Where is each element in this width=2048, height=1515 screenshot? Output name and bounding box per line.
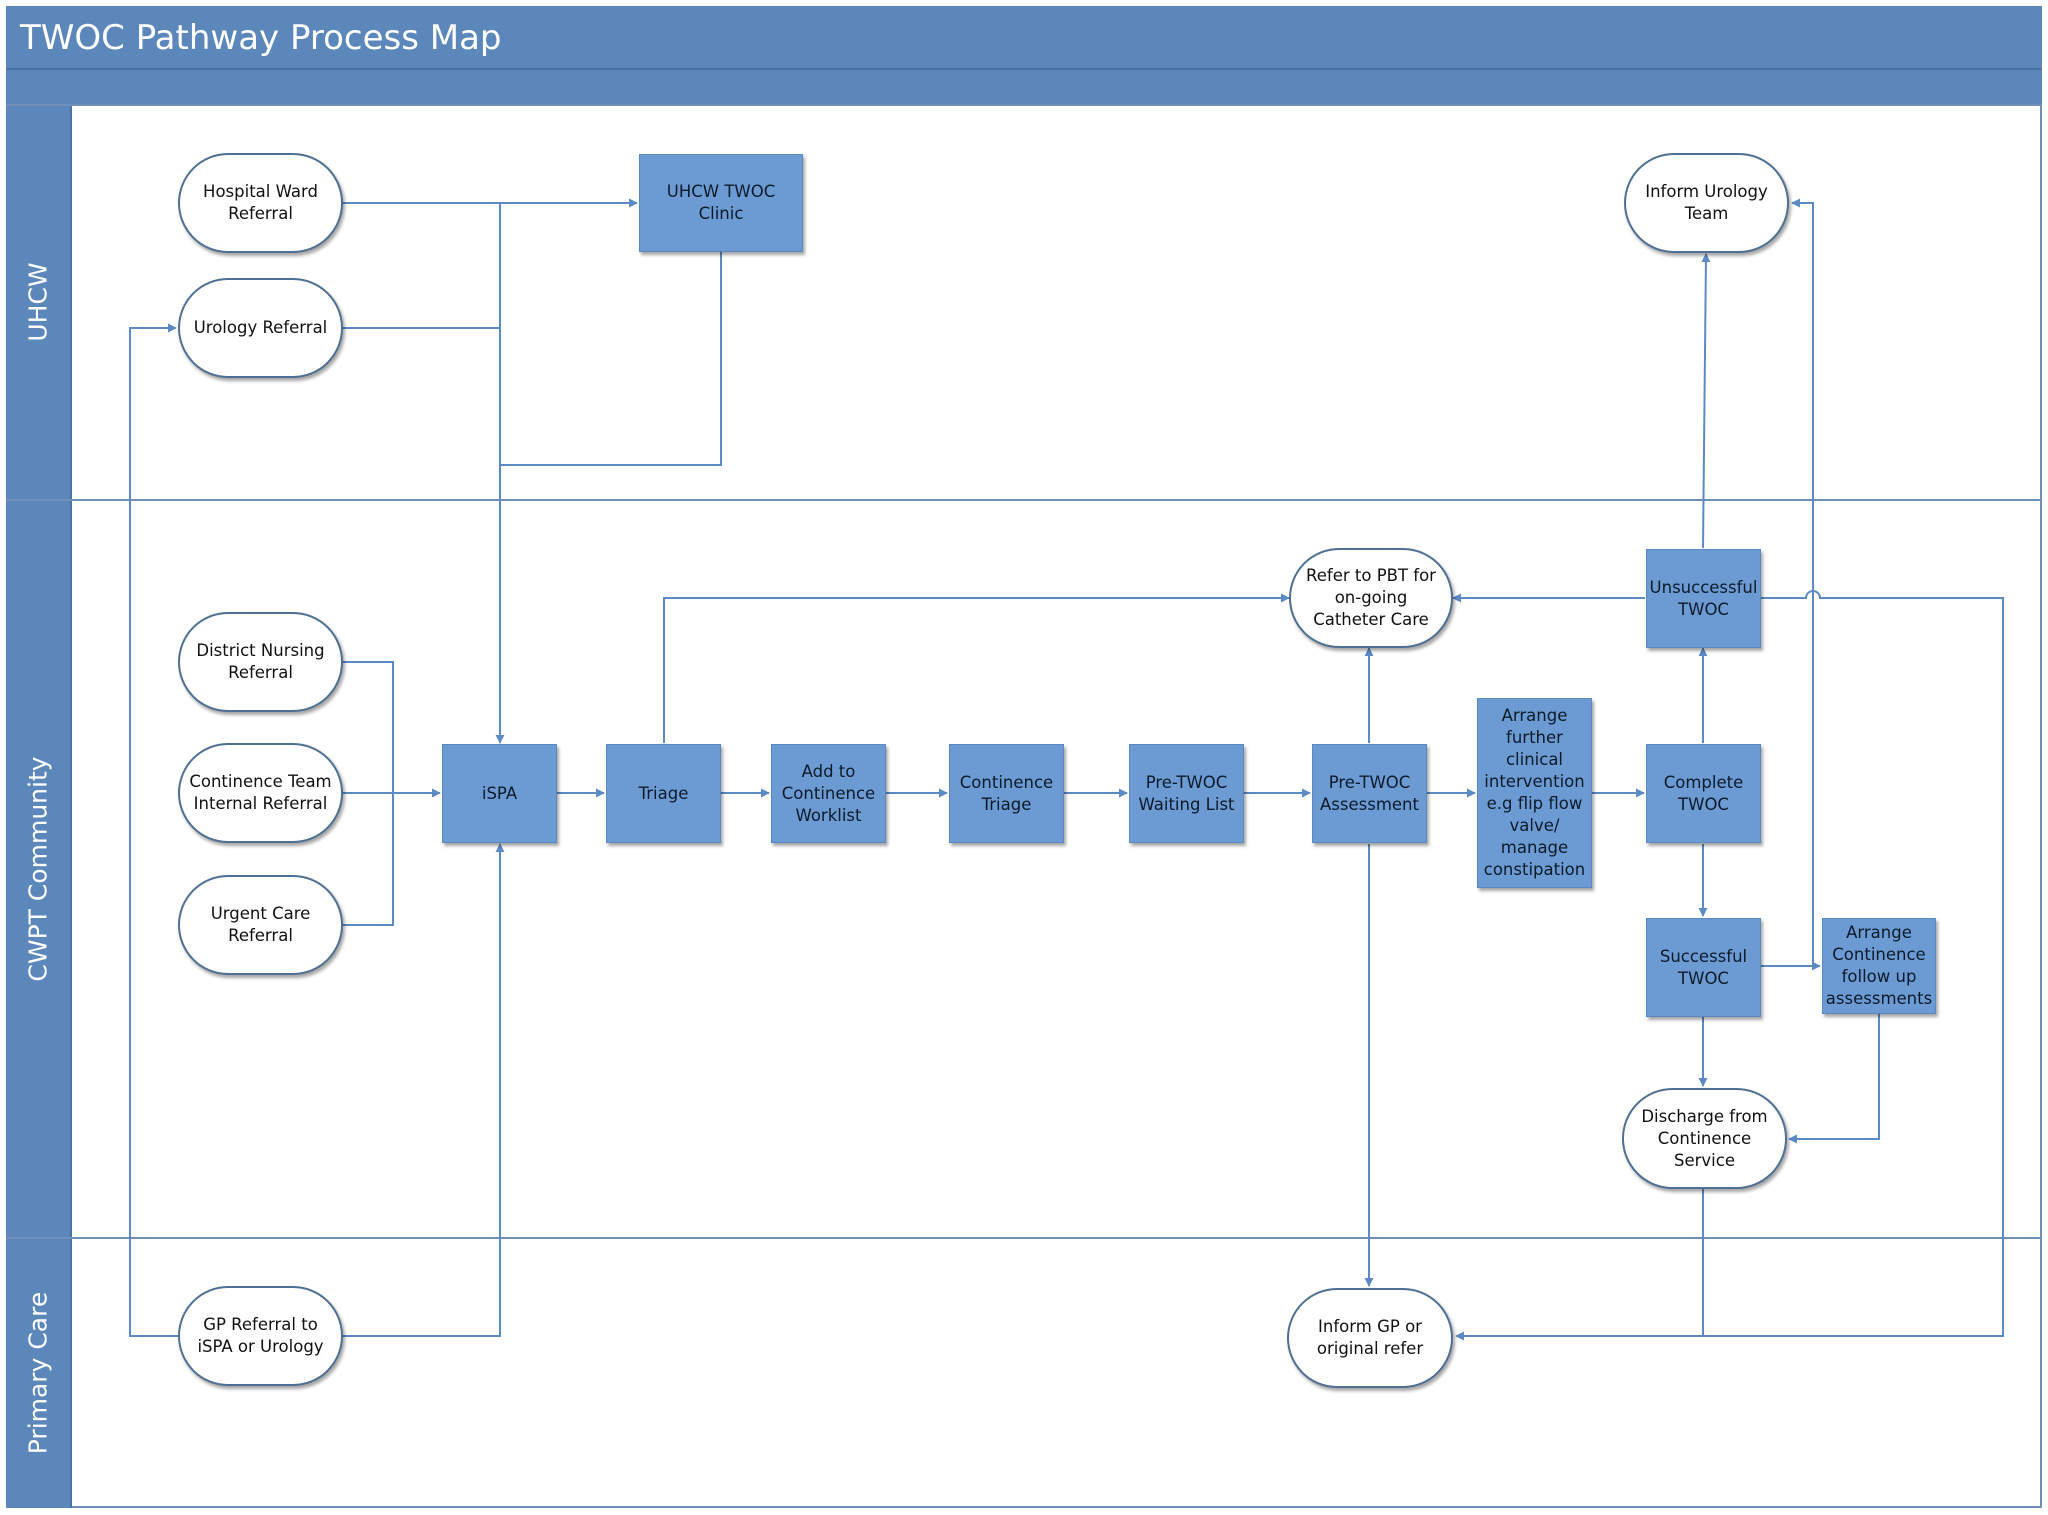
urgent-care-referral-node: Urgent Care Referral (178, 875, 343, 975)
refer-to-pbt-node: Refer to PBT for on-going Catheter Care (1289, 548, 1453, 648)
inform-urology-team-node: Inform Urology Team (1624, 153, 1789, 253)
lane-header-cwpt: CWPT Community (6, 500, 72, 1238)
arrange-continence-follow-up-label: Arrange Continence follow up assessments (1825, 923, 1933, 1008)
connector-followup-to-urology (1791, 198, 1814, 966)
uhcw-twoc-clinic-node: UHCW TWOC Clinic (639, 154, 803, 252)
connector-urgent-to-ispa (343, 793, 394, 926)
connector-district-to-ispa (343, 661, 394, 793)
continence-team-internal-referral-label: Continence Team Internal Referral (189, 772, 332, 813)
diagram-title: TWOC Pathway Process Map (20, 18, 502, 58)
complete-twoc-node: Complete TWOC (1646, 744, 1761, 843)
arrange-further-intervention-node: Arrange further clinical intervention e.… (1477, 698, 1592, 888)
hospital-ward-referral-node: Hospital Ward Referral (178, 153, 343, 253)
pre-twoc-waiting-list-node: Pre-TWOC Waiting List (1129, 744, 1244, 843)
unsuccessful-twoc-node: Unsuccessful TWOC (1646, 549, 1761, 648)
title-bar: TWOC Pathway Process Map (6, 6, 2042, 70)
header-strip (6, 70, 2042, 104)
arrange-further-intervention-label: Arrange further clinical intervention e.… (1483, 706, 1586, 879)
triage-node: Triage (606, 744, 721, 843)
ispa-label: iSPA (481, 783, 518, 803)
urology-referral-label: Urology Referral (193, 318, 328, 337)
hospital-ward-referral-label: Hospital Ward Referral (203, 182, 318, 223)
gp-referral-node: GP Referral to iSPA or Urology (178, 1286, 343, 1386)
continence-triage-node: Continence Triage (949, 744, 1064, 843)
refer-to-pbt-label: Refer to PBT for on-going Catheter Care (1306, 566, 1436, 629)
pre-twoc-assessment-label: Pre-TWOC Assessment (1320, 772, 1419, 814)
complete-twoc-label: Complete TWOC (1663, 772, 1744, 814)
lane-divider (6, 104, 2042, 106)
pre-twoc-assessment-node: Pre-TWOC Assessment (1312, 744, 1427, 843)
arrange-continence-follow-up-node: Arrange Continence follow up assessments (1822, 918, 1936, 1014)
connector-triage-to-pbt (663, 593, 1290, 743)
inform-urology-team-label: Inform Urology Team (1645, 182, 1768, 223)
continence-triage-label: Continence Triage (959, 772, 1054, 814)
connector-clinic-to-trunk (500, 252, 722, 466)
district-nursing-referral-node: District Nursing Referral (178, 612, 343, 712)
add-to-continence-worklist-node: Add to Continence Worklist (771, 744, 886, 843)
uhcw-twoc-clinic-label: UHCW TWOC Clinic (666, 182, 776, 223)
pre-twoc-waiting-list-label: Pre-TWOC Waiting List (1138, 772, 1235, 814)
successful-twoc-node: Successful TWOC (1646, 918, 1761, 1017)
discharge-from-continence-service-label: Discharge from Continence Service (1641, 1106, 1768, 1170)
unsuccessful-twoc-label: Unsuccessful TWOC (1649, 577, 1758, 619)
connector-gp-to-urology (129, 323, 178, 1337)
gp-referral-label: GP Referral to iSPA or Urology (197, 1315, 324, 1356)
connector-followup-to-discharge (1788, 1014, 1880, 1144)
lane-divider (6, 499, 2042, 501)
connector-unsuccessful-to-gp (1455, 590, 2004, 1341)
connector-gp-to-ispa (343, 843, 505, 1337)
triage-label: Triage (638, 783, 689, 803)
ispa-node: iSPA (442, 744, 557, 843)
inform-gp-label: Inform GP or original refer (1316, 1317, 1424, 1358)
connector-unsuccessful-to-urology (1701, 253, 1711, 549)
urgent-care-referral-label: Urgent Care Referral (210, 904, 311, 945)
discharge-from-continence-service-node: Discharge from Continence Service (1622, 1088, 1787, 1189)
district-nursing-referral-label: District Nursing Referral (196, 641, 325, 682)
lane-header-primary-care: Primary Care (6, 1238, 72, 1508)
inform-gp-node: Inform GP or original refer (1287, 1288, 1453, 1388)
add-to-continence-worklist-label: Add to Continence Worklist (781, 761, 876, 825)
lane-header-uhcw: UHCW (6, 104, 72, 500)
successful-twoc-label: Successful TWOC (1659, 946, 1748, 988)
continence-team-internal-referral-node: Continence Team Internal Referral (178, 743, 343, 843)
lane-divider (6, 1237, 2042, 1239)
urology-referral-node: Urology Referral (178, 278, 343, 378)
